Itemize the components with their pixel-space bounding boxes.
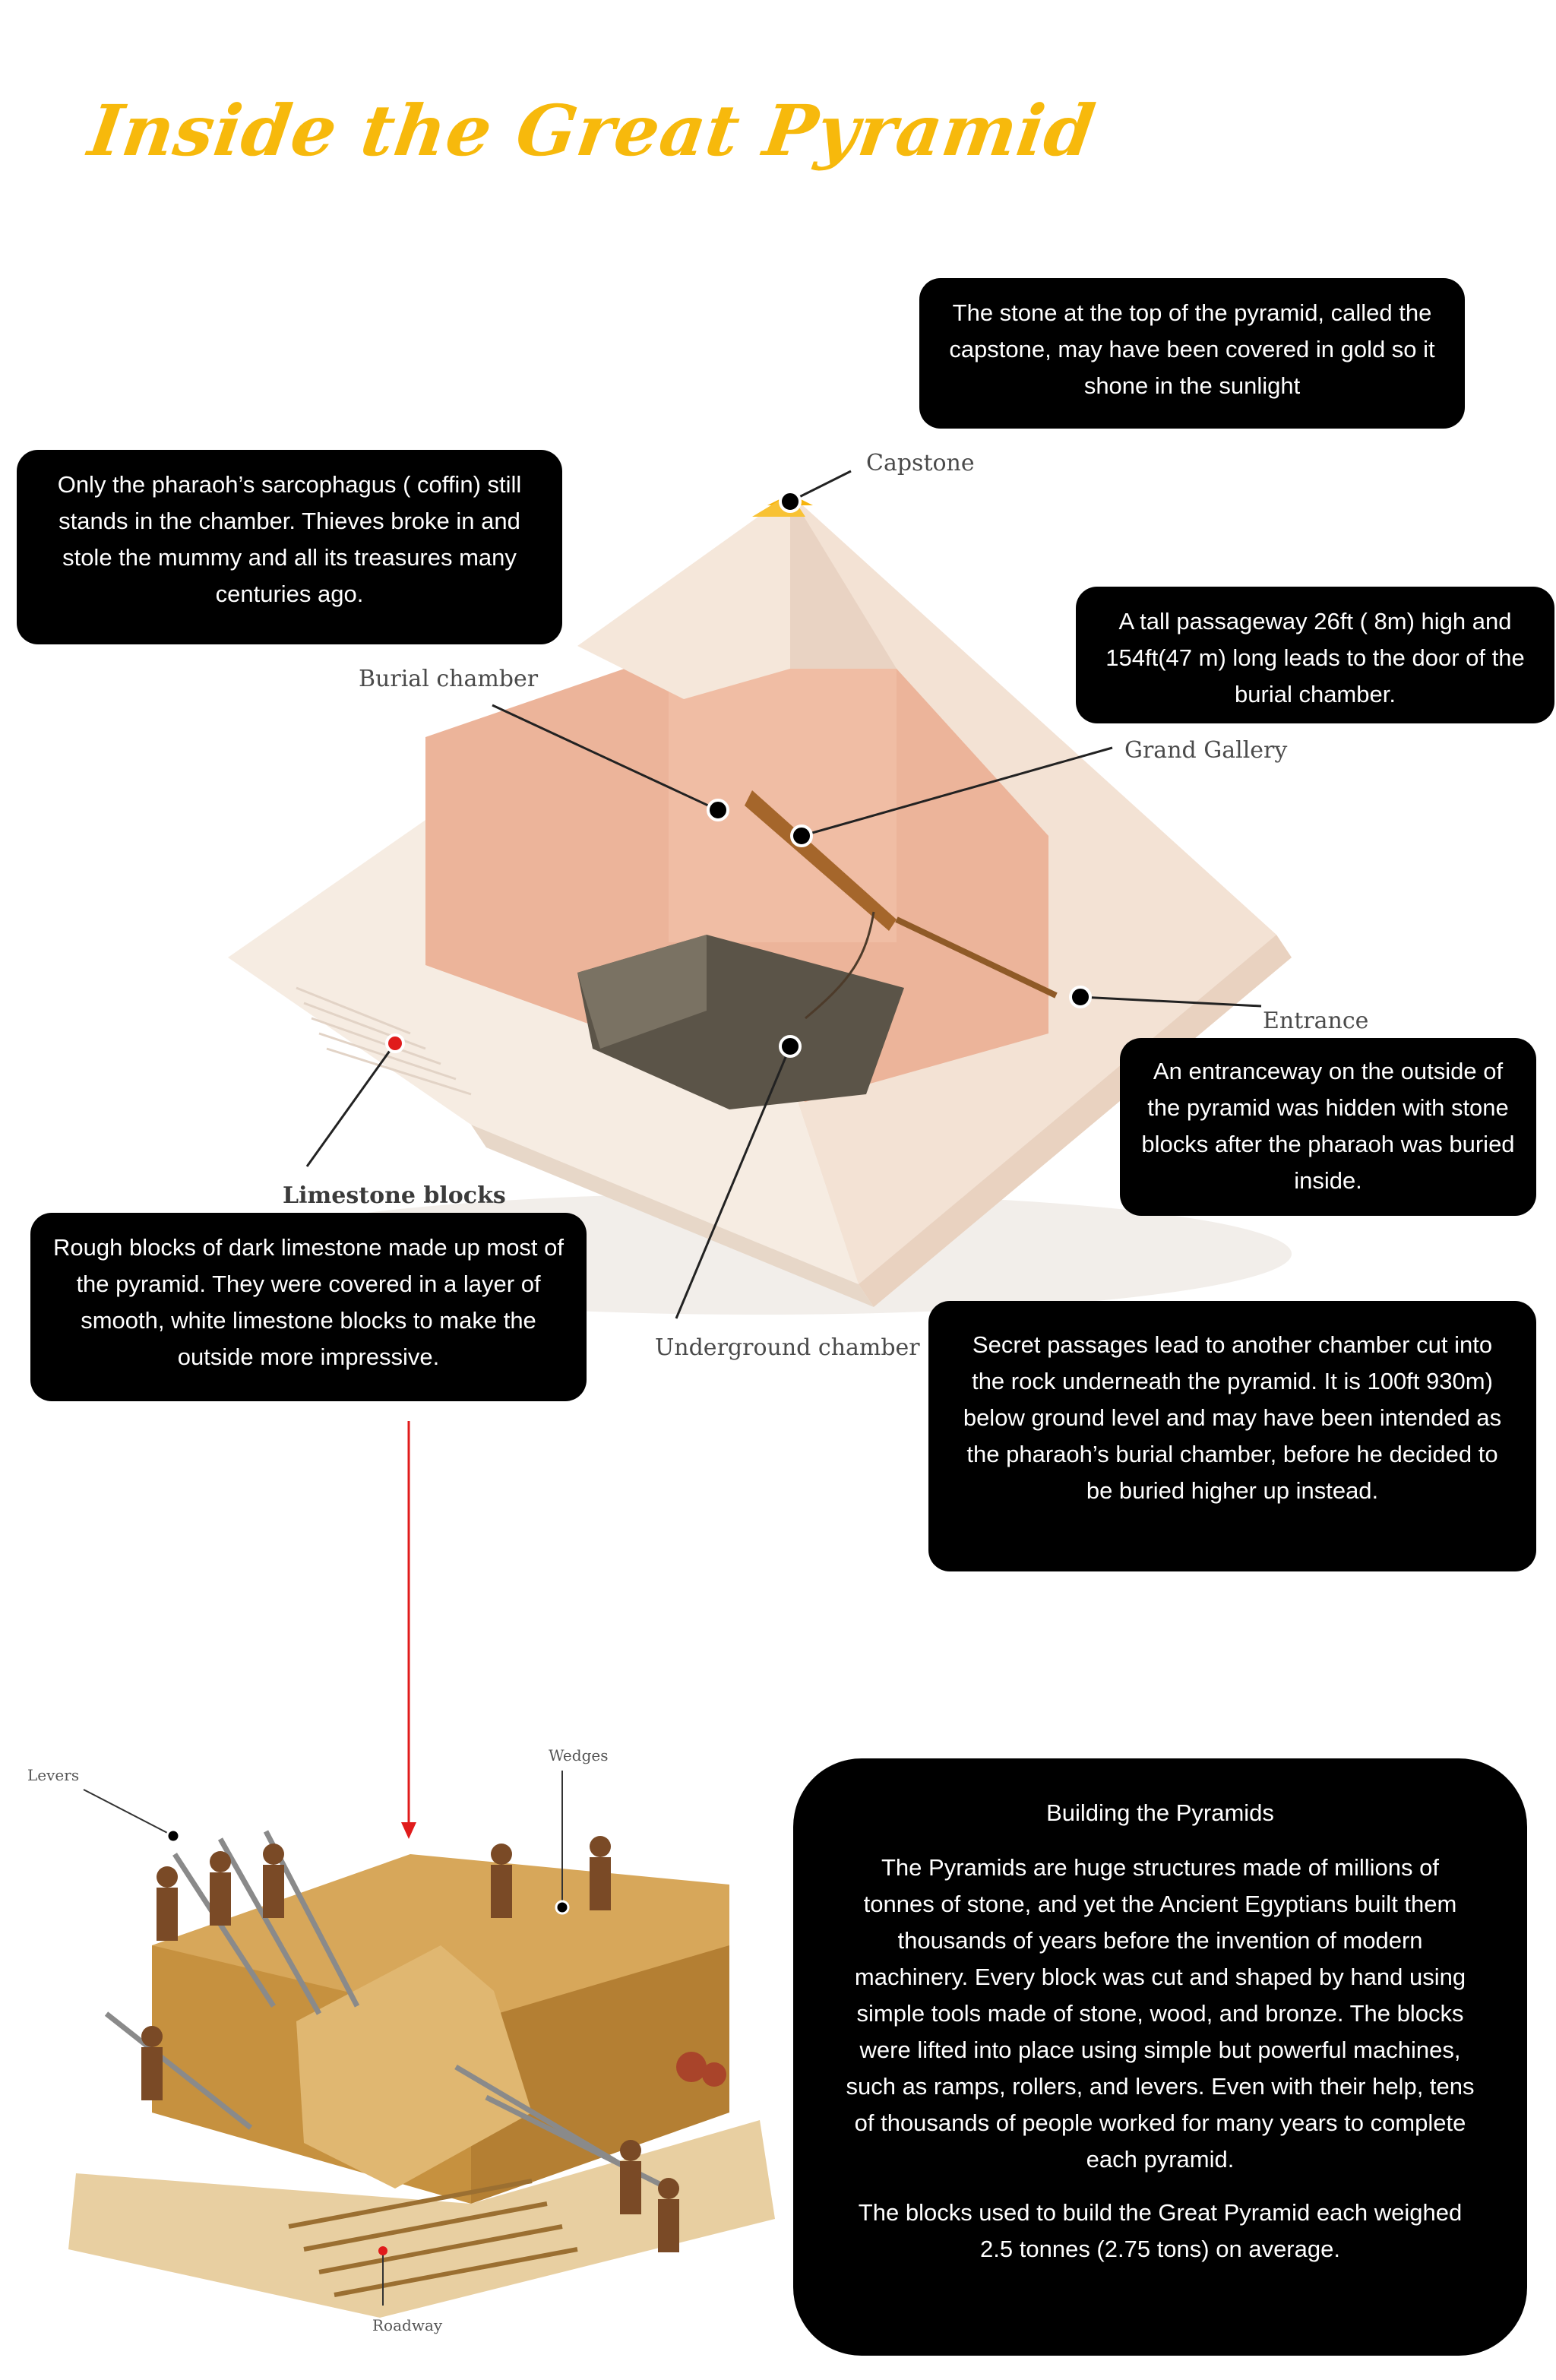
entranceway-callout-text: An entranceway on the outside of the pyr… bbox=[1141, 1058, 1515, 1194]
label-grand-gallery: Grand Gallery bbox=[1124, 737, 1288, 764]
passageway-callout: A tall passageway 26ft ( 8m) high and 15… bbox=[1076, 587, 1554, 723]
label-limestone-blocks: Limestone blocks bbox=[283, 1182, 506, 1209]
limestone-callout-text: Rough blocks of dark limestone made up m… bbox=[53, 1234, 565, 1370]
sarcophagus-callout-text: Only the pharaoh’s sarcophagus ( coffin)… bbox=[57, 471, 522, 607]
secret-passages-callout-text: Secret passages lead to another chamber … bbox=[963, 1331, 1502, 1504]
label-entrance: Entrance bbox=[1263, 1008, 1369, 1034]
label-underground-chamber: Underground chamber bbox=[655, 1334, 920, 1361]
label-burial-chamber: Burial chamber bbox=[359, 666, 539, 692]
passageway-callout-text: A tall passageway 26ft ( 8m) high and 15… bbox=[1105, 608, 1525, 707]
building-pyramids-panel: Building the Pyramids The Pyramids are h… bbox=[793, 1758, 1527, 2356]
label-wedges: Wedges bbox=[549, 1746, 609, 1764]
building-pyramids-paragraph-2: The blocks used to build the Great Pyram… bbox=[858, 2199, 1463, 2262]
entranceway-callout: An entranceway on the outside of the pyr… bbox=[1120, 1038, 1536, 1216]
capstone-callout: The stone at the top of the pyramid, cal… bbox=[919, 278, 1465, 429]
label-capstone: Capstone bbox=[866, 450, 975, 476]
capstone-callout-text: The stone at the top of the pyramid, cal… bbox=[949, 299, 1435, 399]
building-pyramids-title: Building the Pyramids bbox=[1046, 1799, 1274, 1826]
label-levers: Levers bbox=[27, 1766, 80, 1784]
limestone-callout: Rough blocks of dark limestone made up m… bbox=[30, 1213, 587, 1401]
label-roadway: Roadway bbox=[372, 2316, 443, 2334]
building-pyramids-paragraph-1: The Pyramids are huge structures made of… bbox=[846, 1854, 1475, 2173]
secret-passages-callout: Secret passages lead to another chamber … bbox=[928, 1301, 1536, 1571]
construction-illustration bbox=[68, 1830, 775, 2318]
sarcophagus-callout: Only the pharaoh’s sarcophagus ( coffin)… bbox=[17, 450, 562, 644]
